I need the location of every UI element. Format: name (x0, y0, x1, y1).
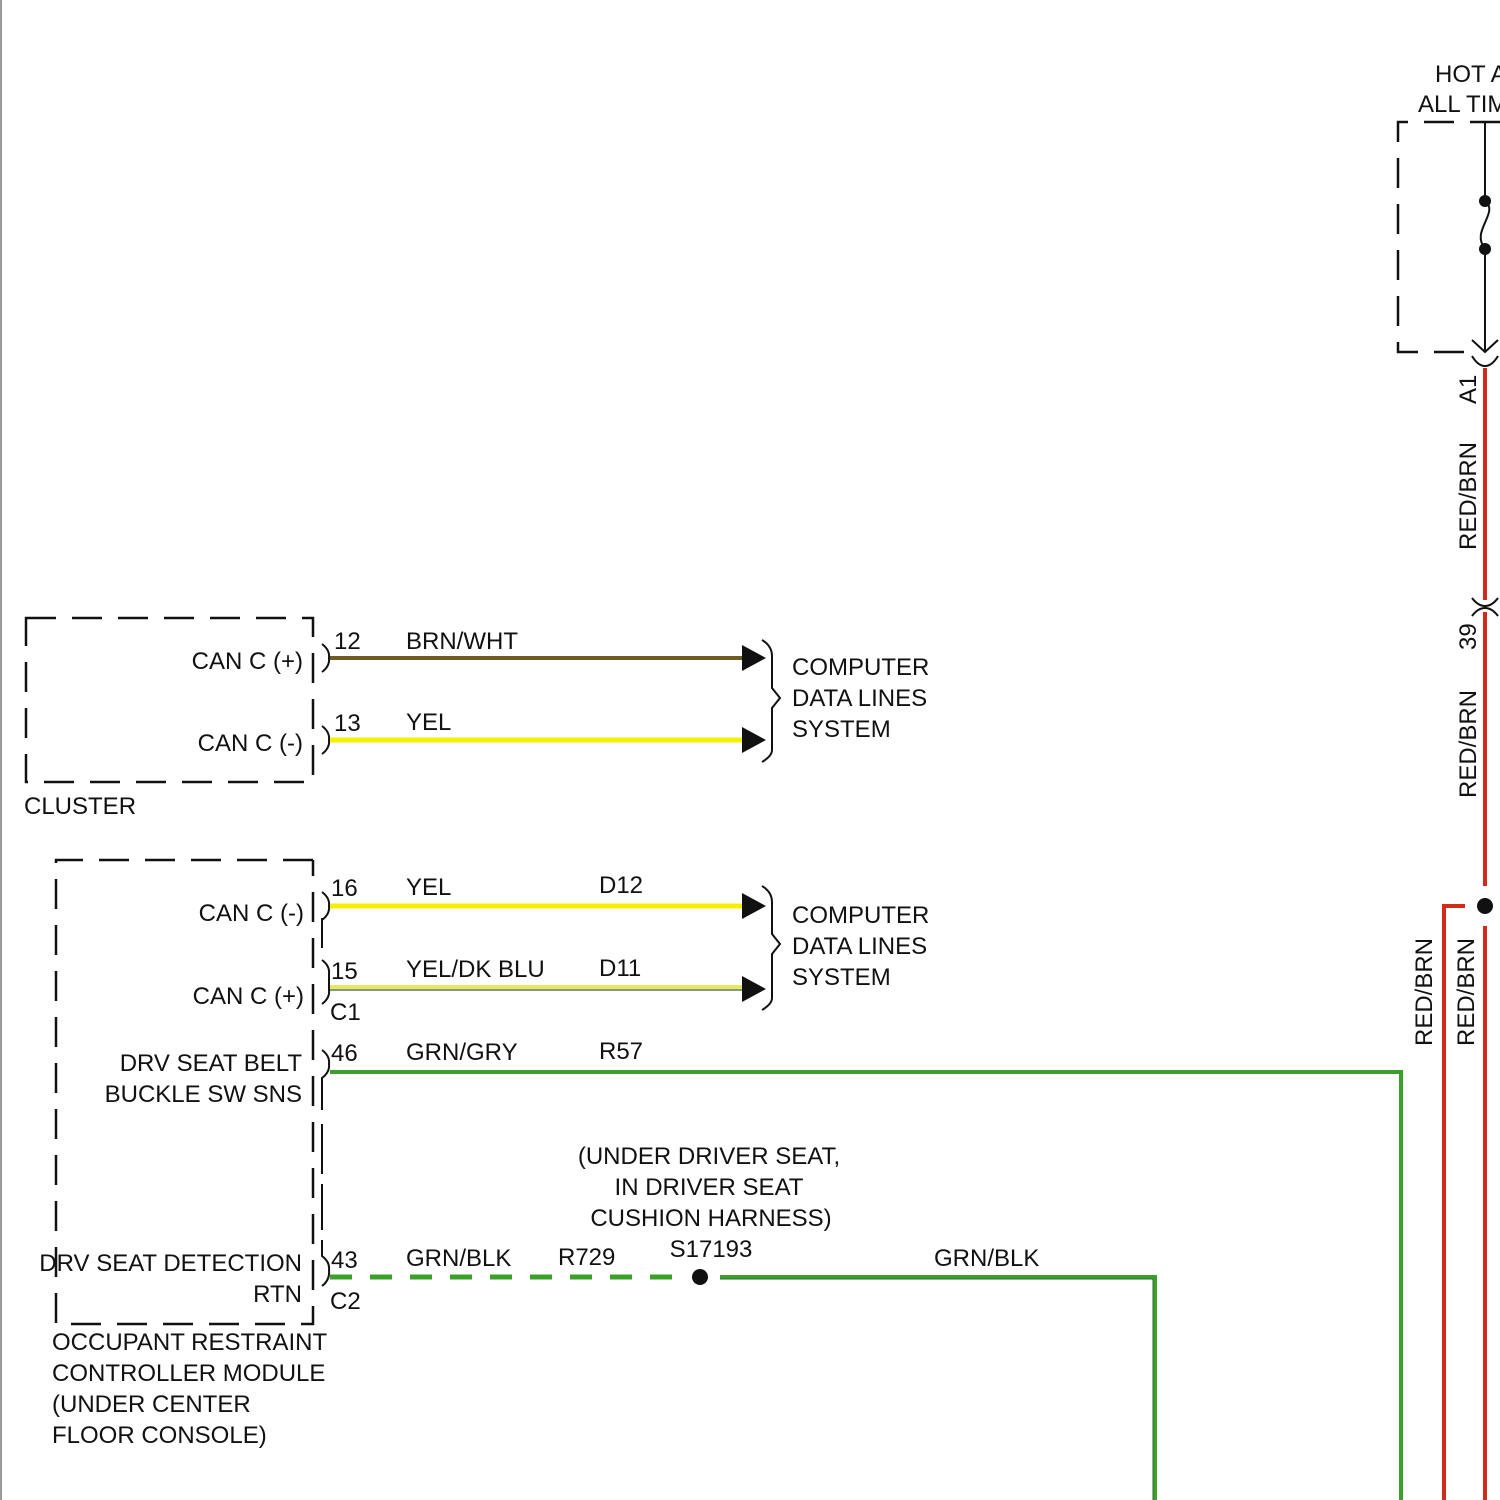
cluster-wire-brn-wht-label: BRN/WHT (406, 628, 518, 655)
orc-name-line3: (UNDER CENTER (52, 1391, 251, 1418)
cluster-name: CLUSTER (24, 793, 136, 820)
orc-dest-line3: SYSTEM (792, 964, 891, 991)
splice-wire-out-label: GRN/BLK (934, 1245, 1039, 1272)
cluster-pin-13-connector-icon (322, 726, 329, 754)
pin-a1-label: A1 (1455, 375, 1482, 404)
wire-label-red-brn-branch: RED/BRN (1411, 938, 1438, 1046)
cluster-outline (26, 618, 313, 782)
orc-detect-label-line1: DRV SEAT DETECTION (39, 1250, 302, 1277)
orc-pin-label-can-plus: CAN C (+) (193, 983, 304, 1010)
splice-dot (692, 1269, 708, 1285)
wire-grn-blk-stripe (720, 1279, 1153, 1500)
orc-pin-15-number: 15 (331, 958, 358, 985)
cluster-dest-line2: DATA LINES (792, 685, 927, 712)
brace-icon (762, 886, 780, 1010)
splice-note-line1: (UNDER DRIVER SEAT, (578, 1143, 840, 1170)
wire-label-red-brn-main: RED/BRN (1453, 938, 1480, 1046)
orc-wire-yel-label: YEL (406, 874, 451, 901)
arrow-right-icon (742, 727, 766, 753)
orc-circuit-r57: R57 (599, 1038, 643, 1065)
cluster-pin-12-connector-icon (322, 644, 329, 672)
hot-label-line2: ALL TIM (1418, 91, 1500, 118)
cluster-pin-label-can-minus: CAN C (-) (198, 730, 303, 757)
orc-name-line4: FLOOR CONSOLE) (52, 1422, 267, 1449)
wire-grn-gry (330, 1072, 1401, 1500)
orc-circuit-r729: R729 (558, 1244, 615, 1271)
pin-39-label: 39 (1455, 623, 1482, 650)
connector-female-icon (1472, 356, 1498, 366)
orc-dest-line2: DATA LINES (792, 933, 927, 960)
wire-label-red-brn-2: RED/BRN (1455, 690, 1482, 798)
orc-wire-grn-blk-label: GRN/BLK (406, 1245, 511, 1272)
orc-pin-15-connector-icon (322, 960, 329, 1004)
orc-wire-yel-dk-blu-label: YEL/DK BLU (406, 956, 545, 983)
orc-pin-16-number: 16 (331, 875, 358, 902)
cluster-dest-line1: COMPUTER (792, 654, 929, 681)
orc-circuit-d12: D12 (599, 872, 643, 899)
orc-pin-46-connector-icon (322, 1050, 329, 1110)
cluster-pin-label-can-plus: CAN C (+) (192, 648, 303, 675)
connector-c1-label: C1 (330, 999, 361, 1026)
splice-id-label: S17193 (670, 1236, 753, 1263)
wire-grn-blk-out (720, 1277, 1155, 1500)
orc-pin-43-connector-icon (322, 1240, 329, 1286)
orc-belt-label-line1: DRV SEAT BELT (120, 1050, 303, 1077)
orc-belt-label-line2: BUCKLE SW SNS (105, 1081, 302, 1108)
connector-c2-label: C2 (330, 1288, 361, 1315)
cluster-pin-12-number: 12 (334, 628, 361, 655)
arrow-right-icon (742, 976, 766, 1002)
orc-name-line1: OCCUPANT RESTRAINT (52, 1329, 327, 1356)
orc-detect-label-line2: RTN (253, 1281, 302, 1308)
hot-label-line1: HOT A (1435, 61, 1500, 88)
cluster-pin-13-number: 13 (334, 710, 361, 737)
orc-circuit-d11: D11 (599, 955, 641, 982)
orc-pin-label-can-minus: CAN C (-) (199, 900, 304, 927)
orc-pin-16-connector-icon (322, 892, 329, 920)
orc-wire-grn-gry-label: GRN/GRY (406, 1039, 518, 1066)
splice-note-line2: IN DRIVER SEAT (615, 1174, 804, 1201)
wire-label-red-brn-1: RED/BRN (1455, 442, 1482, 550)
splice-note-line3: CUSHION HARNESS) (590, 1205, 831, 1232)
arrow-right-icon (742, 645, 766, 671)
splice-dot-red (1477, 898, 1493, 914)
cluster-dest-line3: SYSTEM (792, 716, 891, 743)
orc-name-line2: CONTROLLER MODULE (52, 1360, 325, 1387)
orc-pin-43-number: 43 (331, 1247, 358, 1274)
orc-pin-46-number: 46 (331, 1040, 358, 1067)
cluster-wire-yel-label: YEL (406, 709, 451, 736)
arrow-right-icon (742, 893, 766, 919)
fuse-icon (1481, 201, 1490, 248)
orc-dest-line1: COMPUTER (792, 902, 929, 929)
